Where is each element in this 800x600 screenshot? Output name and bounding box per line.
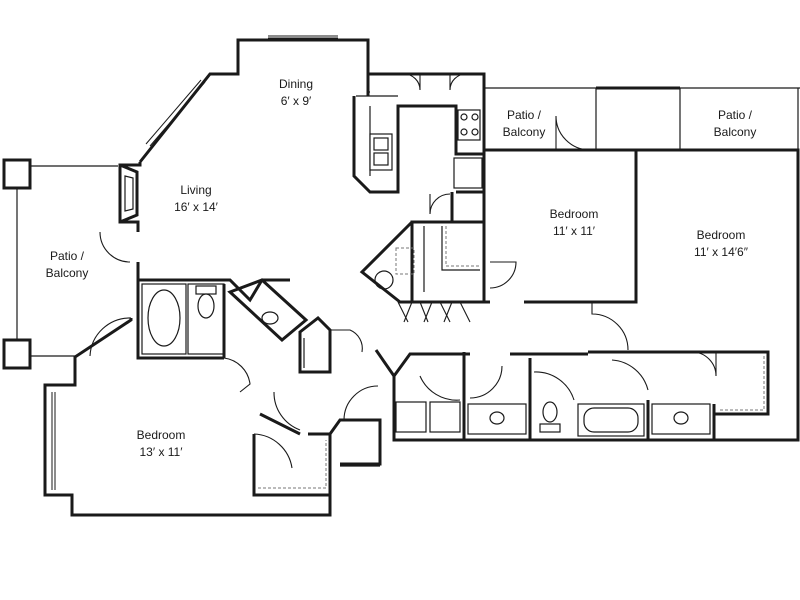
room-size: 13′ x 11′ bbox=[139, 445, 183, 459]
room-size: 6′ x 9′ bbox=[280, 94, 312, 108]
room-name: Living bbox=[180, 183, 212, 197]
master-bath bbox=[136, 278, 363, 431]
room-label-patio-mid: Patio / Balcony bbox=[503, 107, 546, 141]
room-size: 11′ x 11′ bbox=[552, 224, 596, 238]
dining-window bbox=[145, 35, 338, 147]
patio-left-outline bbox=[2, 158, 118, 370]
room-name: Patio / bbox=[717, 108, 753, 122]
room-name-2: Balcony bbox=[502, 125, 546, 139]
room-label-patio-left: Patio / Balcony bbox=[46, 248, 89, 282]
patio-right bbox=[679, 87, 800, 150]
room-label-patio-right: Patio / Balcony bbox=[714, 107, 757, 141]
entry bbox=[328, 349, 396, 467]
room-label-bedroom-mid: Bedroom 11′ x 11′ bbox=[550, 206, 599, 240]
room-name-2: Balcony bbox=[713, 125, 757, 139]
room-label-bedroom-right: Bedroom 11′ x 14′6″ bbox=[694, 227, 748, 261]
bedroom-bottom-walls bbox=[51, 317, 330, 497]
room-name: Patio / bbox=[49, 249, 85, 263]
room-name: Bedroom bbox=[549, 207, 599, 221]
kitchen bbox=[352, 73, 486, 194]
bedroom-right-walls bbox=[588, 148, 800, 442]
room-name: Bedroom bbox=[696, 228, 746, 242]
living-door bbox=[99, 231, 131, 263]
bath-row bbox=[392, 352, 714, 442]
fireplace bbox=[119, 163, 139, 224]
room-size: 11′ x 14′6″ bbox=[694, 245, 748, 259]
room-size: 16′ x 14′ bbox=[174, 200, 218, 214]
exterior-wall bbox=[43, 38, 486, 517]
utility-closets bbox=[359, 192, 486, 323]
room-label-living: Living 16′ x 14′ bbox=[174, 182, 218, 216]
room-name: Patio / bbox=[506, 108, 542, 122]
room-name: Bedroom bbox=[136, 428, 186, 442]
room-name: Dining bbox=[278, 77, 314, 91]
room-label-bedroom-bottom: Bedroom 13′ x 11′ bbox=[137, 427, 186, 461]
room-label-dining: Dining 6′ x 9′ bbox=[279, 76, 313, 110]
bedroom-mid-walls bbox=[482, 148, 638, 351]
room-name-2: Balcony bbox=[45, 266, 89, 280]
